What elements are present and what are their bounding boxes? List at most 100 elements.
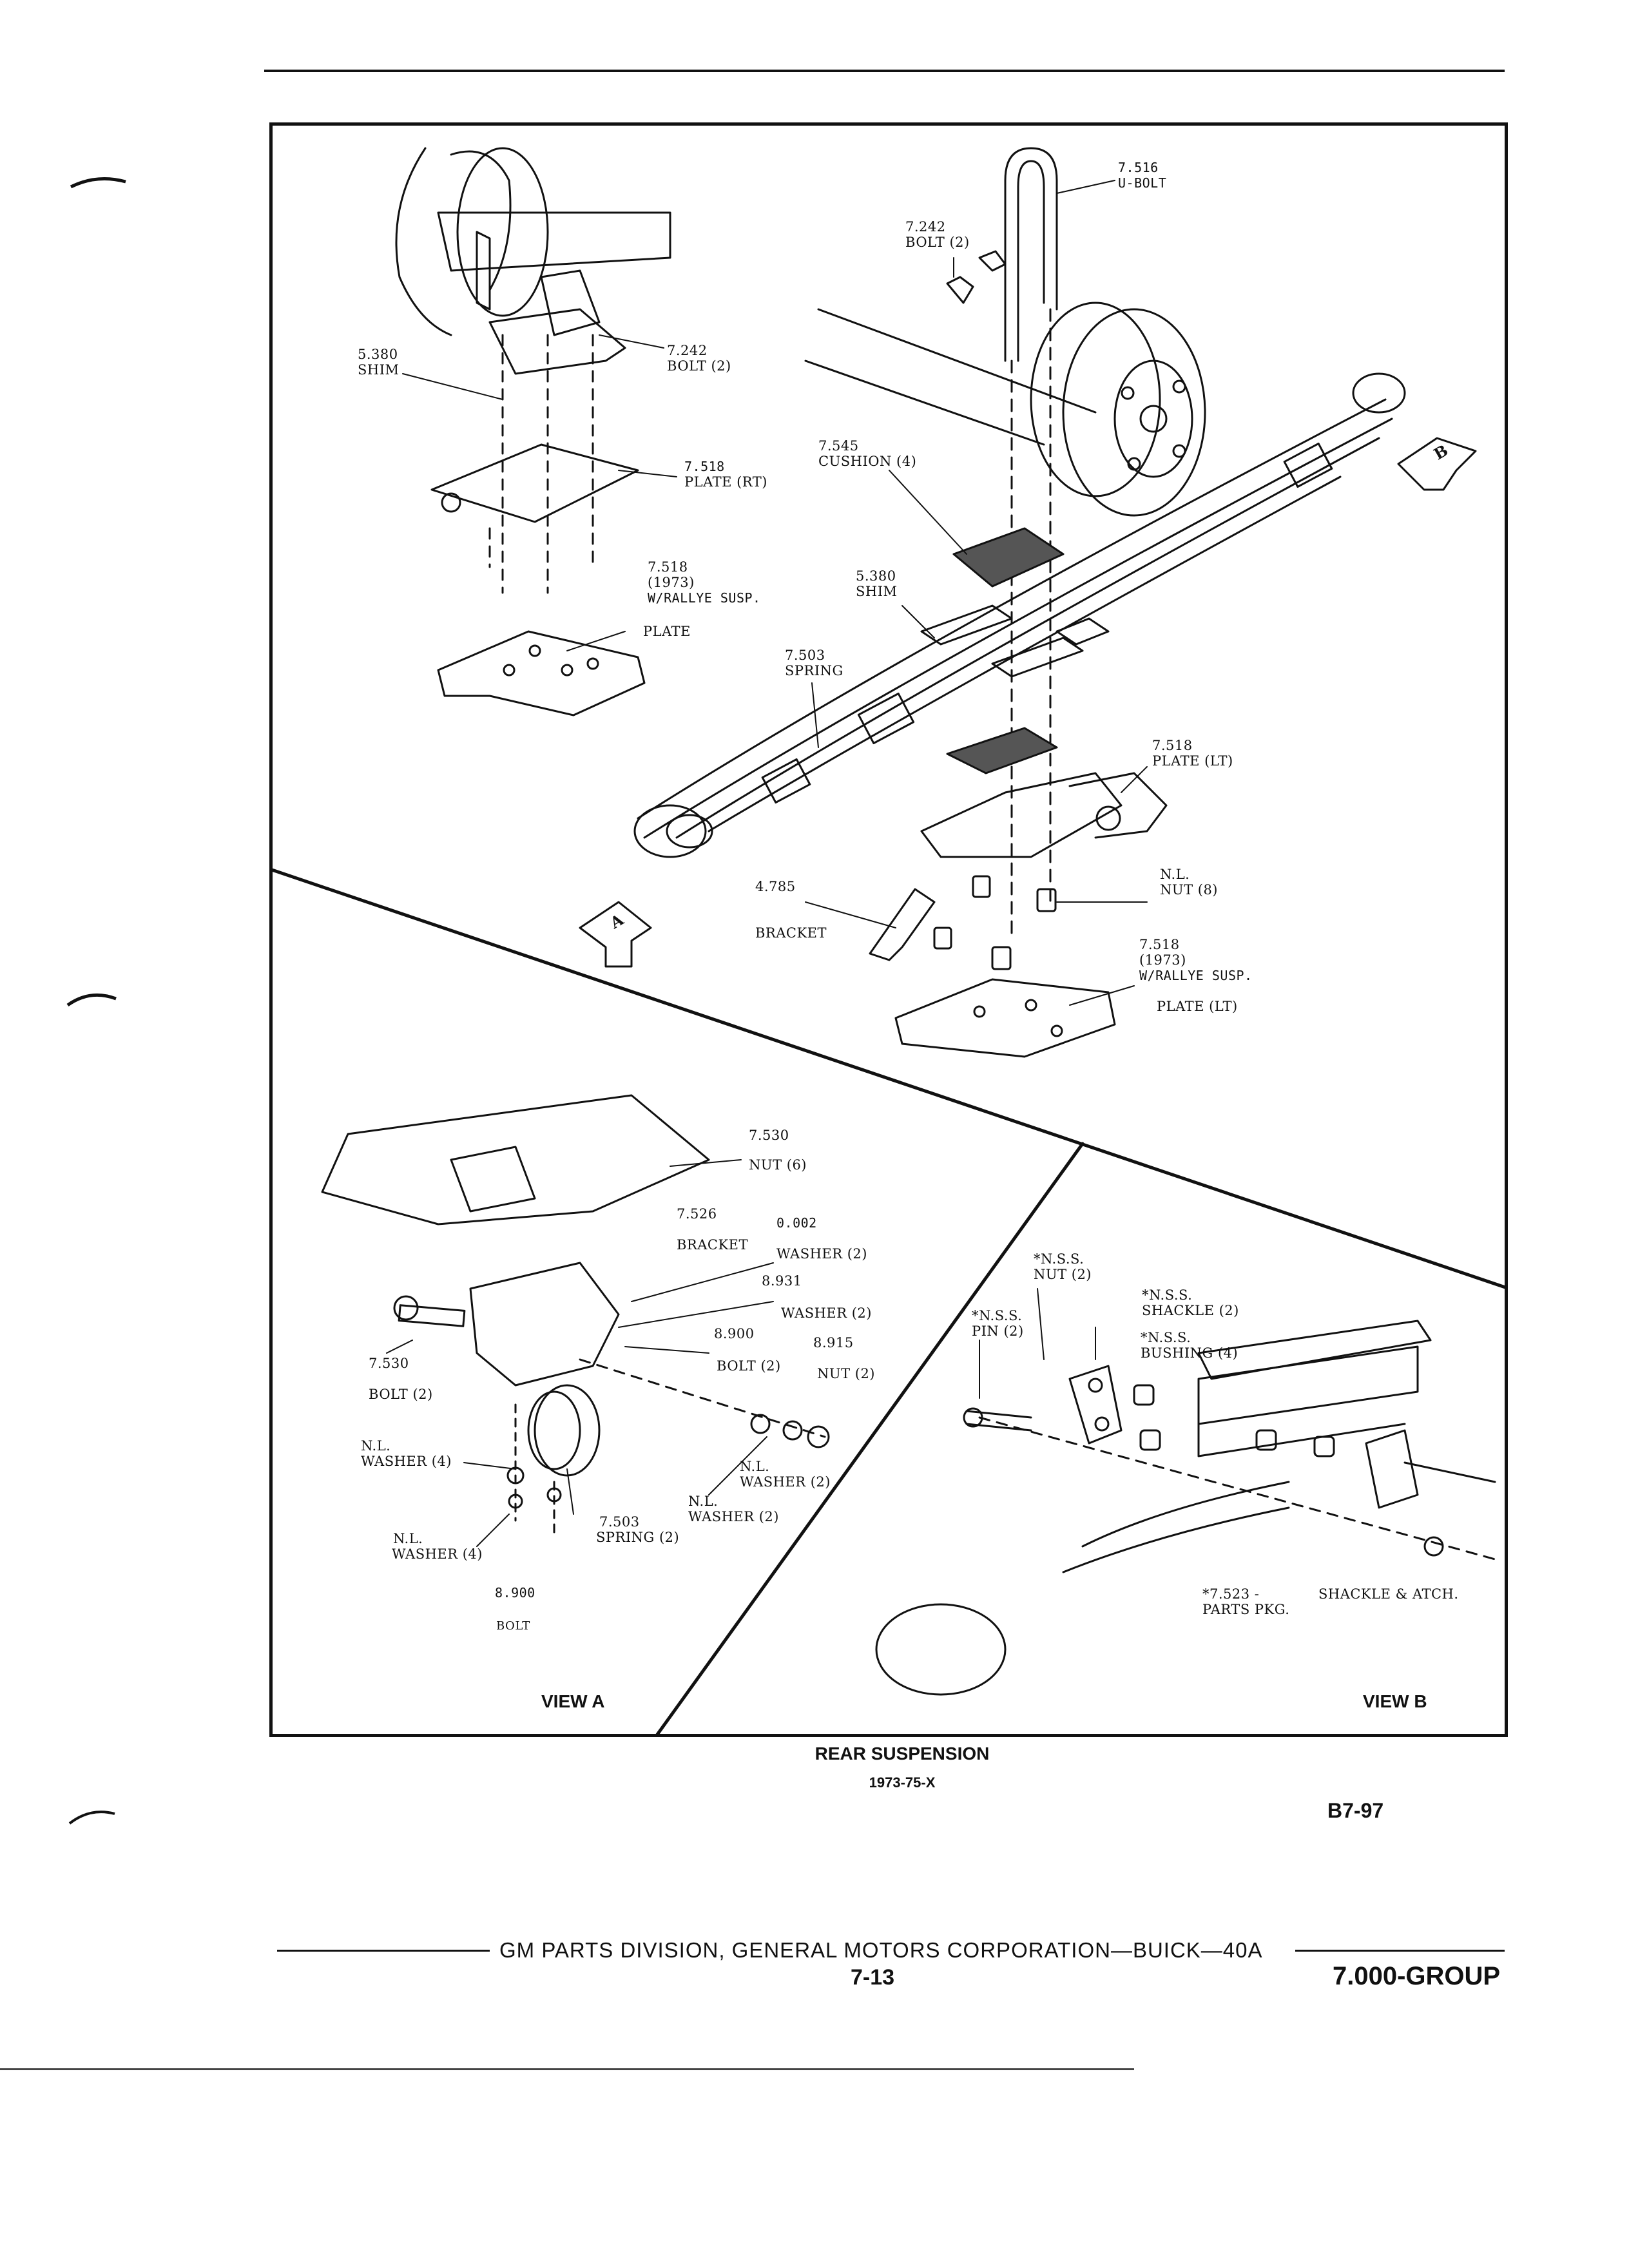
label-shim-left-name: SHIM <box>358 362 400 378</box>
arrow-a-icon <box>579 901 652 968</box>
caption-subtitle: 1973-75-X <box>869 1774 936 1791</box>
view-a-bolt-b-name: BOLT <box>496 1619 530 1633</box>
nut-2 <box>1036 888 1057 912</box>
label-cushion-name: CUSHION (4) <box>818 454 917 469</box>
footer-page: 7-13 <box>851 1965 895 1990</box>
view-b-bushing-name: BUSHING (4) <box>1141 1345 1239 1361</box>
label-bracket-name: BRACKET <box>755 925 827 941</box>
figure-number: B7-97 <box>1327 1799 1384 1822</box>
view-a-washer-b-number: 8.931 <box>762 1273 802 1289</box>
view-a-nl-washer-number: N.L. <box>740 1459 770 1474</box>
view-b-detail <box>875 1320 1496 1696</box>
label-plate: PLATE <box>643 624 691 639</box>
label-shim-mid-number: 5.380 <box>856 568 896 584</box>
view-a-nl-washer-name: WASHER (2) <box>740 1474 831 1490</box>
view-a-nut2-number: 8.915 <box>813 1335 854 1350</box>
view-a-spring-number: 7.503 <box>599 1514 640 1530</box>
view-a-nl-washer2-number: N.L. <box>688 1494 718 1509</box>
footer-rule-right <box>1295 1950 1505 1952</box>
label-plate-lt-name: PLATE (LT) <box>1152 753 1233 769</box>
view-a-nut6-name: NUT (6) <box>749 1157 807 1173</box>
view-a-washer4-name: WASHER (4) <box>361 1454 452 1469</box>
label-nut8-name: NUT (8) <box>1160 882 1219 898</box>
caption-title: REAR SUSPENSION <box>815 1744 990 1763</box>
view-a-detail <box>321 1094 830 1535</box>
leader-lines <box>386 180 1148 1547</box>
bolt-top-1 <box>946 276 974 304</box>
label-spring-name: SPRING <box>785 663 843 678</box>
axle-left-detail <box>395 147 671 594</box>
view-a-bolt-r-number: 8.900 <box>714 1326 755 1341</box>
view-b-parts-number: *7.523 - <box>1202 1586 1260 1602</box>
bottom-scan-edge <box>0 2068 1134 2070</box>
divider-view-b <box>655 1142 1084 1736</box>
label-spring-number: 7.503 <box>785 648 825 663</box>
view-a-bolt-l-number: 7.530 <box>369 1356 409 1371</box>
footer-rule-left <box>277 1950 490 1952</box>
view-a-washer4b-name: WASHER (4) <box>392 1546 483 1562</box>
view-a-washer-a-number: 0.002 <box>776 1215 817 1231</box>
view-a-washer4b-number: N.L. <box>393 1531 423 1546</box>
label-bolt-top-name: BOLT (2) <box>905 235 970 250</box>
view-b-shackle-number: *N.S.S. <box>1142 1287 1193 1303</box>
diagram-frame <box>269 122 1508 1737</box>
cushion-upper <box>952 527 1065 588</box>
leaf-spring <box>633 372 1406 858</box>
view-a-bolt-r-name: BOLT (2) <box>717 1358 781 1374</box>
rallye-plate-lt <box>894 978 1116 1058</box>
label-rallye-lt-year: (1973) <box>1139 952 1186 968</box>
view-b-pin-number: *N.S.S. <box>972 1308 1023 1323</box>
u-bolt <box>1004 147 1058 936</box>
shim-mid-2 <box>991 637 1084 678</box>
view-a-bolt-b-number: 8.900 <box>495 1585 535 1600</box>
label-cushion-number: 7.545 <box>818 438 859 454</box>
bolt-top-2 <box>978 250 1007 272</box>
view-a-spring-name: SPRING (2) <box>596 1530 680 1545</box>
label-plate-rt-number: 7.518 <box>684 459 725 474</box>
view-b-nut-number: *N.S.S. <box>1034 1251 1084 1267</box>
label-rallye-year: (1973) <box>648 575 695 590</box>
label-ubolt-number: 7.516 <box>1118 160 1159 175</box>
view-a-washer-a-name: WASHER (2) <box>776 1246 867 1262</box>
label-nut8-number: N.L. <box>1160 867 1190 882</box>
view-b-nut-name: NUT (2) <box>1034 1267 1092 1282</box>
label-bolt-top-number: 7.242 <box>905 219 946 235</box>
divider-diagonal-a <box>270 868 1507 1289</box>
cushion-lower <box>946 727 1058 774</box>
arrow-b-icon <box>1397 437 1477 491</box>
spring-plate-lt <box>920 772 1168 858</box>
top-rule <box>264 70 1505 72</box>
brake-drum <box>1030 302 1206 517</box>
label-shim-mid-name: SHIM <box>856 584 898 599</box>
view-b-title: VIEW B <box>1363 1691 1427 1711</box>
margin-marks <box>66 177 126 1825</box>
nut-1 <box>972 875 991 898</box>
view-a-title: VIEW A <box>541 1691 605 1711</box>
view-b-shackle-atch: SHACKLE & ATCH. <box>1318 1586 1459 1602</box>
view-b-pin-name: PIN (2) <box>972 1323 1024 1339</box>
view-a-bracket-number: 7.526 <box>677 1206 717 1222</box>
label-bolt-left-name: BOLT (2) <box>667 358 731 374</box>
label-plate-rt-name: PLATE (RT) <box>684 474 767 490</box>
view-a-nut6-number: 7.530 <box>749 1128 789 1143</box>
shim-mid-3 <box>1055 617 1110 646</box>
label-rallye-lt-text: W/RALLYE SUSP. <box>1139 968 1253 983</box>
view-b-bushing-number: *N.S.S. <box>1141 1330 1191 1345</box>
footer-group: 7.000-GROUP <box>1333 1962 1501 1990</box>
label-bolt-left-number: 7.242 <box>667 343 708 358</box>
label-bracket-number: 4.785 <box>755 879 796 894</box>
bracket-4785 <box>869 888 936 961</box>
axle-housing <box>817 308 1097 414</box>
footer-text: GM PARTS DIVISION, GENERAL MOTORS CORPOR… <box>499 1938 1263 1962</box>
view-a-washer4-number: N.L. <box>361 1438 391 1454</box>
view-a-nut2-name: NUT (2) <box>817 1366 876 1381</box>
view-b-parts-name: PARTS PKG. <box>1202 1602 1290 1617</box>
label-rallye-number: 7.518 <box>648 559 688 575</box>
rallye-plate-rt <box>437 630 646 716</box>
view-a-bracket-name: BRACKET <box>677 1237 749 1253</box>
label-rallye-lt-number: 7.518 <box>1139 937 1180 952</box>
view-a-washer-b-name: WASHER (2) <box>781 1305 872 1321</box>
label-ubolt-name: U-BOLT <box>1118 175 1167 191</box>
label-rallye-text: W/RALLYE SUSP. <box>648 590 761 606</box>
